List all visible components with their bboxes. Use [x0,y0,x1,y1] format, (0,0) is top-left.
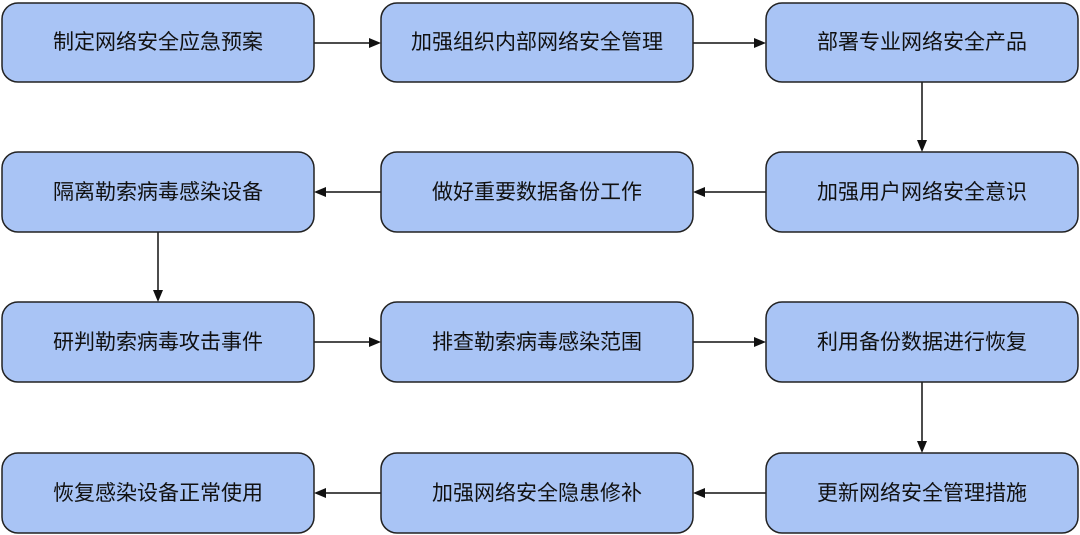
step-label-4: 加强用户网络安全意识 [817,180,1027,204]
arrowhead-icon [693,187,705,197]
arrow-6-to-7 [153,232,163,302]
arrowhead-icon [369,337,381,347]
step-node-12: 恢复感染设备正常使用 [1,452,315,534]
step-label-11: 加强网络安全隐患修补 [432,481,642,505]
arrow-4-to-5 [693,187,766,197]
step-label-1: 制定网络安全应急预案 [53,30,263,54]
arrowhead-icon [369,38,381,48]
arrowhead-icon [314,187,326,197]
step-label-8: 排查勒索病毒感染范围 [432,330,642,354]
arrowhead-icon [153,290,163,302]
step-label-10: 更新网络安全管理措施 [817,481,1027,505]
step-node-8: 排查勒索病毒感染范围 [380,301,694,383]
step-node-4: 加强用户网络安全意识 [765,151,1079,233]
step-node-3: 部署专业网络安全产品 [765,2,1079,83]
arrow-9-to-10 [917,382,927,453]
step-node-5: 做好重要数据备份工作 [380,151,694,233]
step-label-12: 恢复感染设备正常使用 [53,481,263,505]
step-node-2: 加强组织内部网络安全管理 [380,2,694,83]
arrow-1-to-2 [314,38,381,48]
arrow-2-to-3 [693,38,766,48]
arrow-8-to-9 [693,337,766,347]
arrow-10-to-11 [693,488,766,498]
step-node-7: 研判勒索病毒攻击事件 [1,301,315,383]
step-node-6: 隔离勒索病毒感染设备 [1,151,315,233]
arrowhead-icon [754,337,766,347]
arrow-11-to-12 [314,488,381,498]
arrowhead-icon [314,488,326,498]
step-node-11: 加强网络安全隐患修补 [380,452,694,534]
arrowhead-icon [693,488,705,498]
step-label-5: 做好重要数据备份工作 [432,180,642,204]
step-label-3: 部署专业网络安全产品 [817,30,1027,54]
arrowhead-icon [917,140,927,152]
arrow-5-to-6 [314,187,381,197]
step-node-1: 制定网络安全应急预案 [1,2,315,83]
step-node-10: 更新网络安全管理措施 [765,452,1079,534]
step-node-9: 利用备份数据进行恢复 [765,301,1079,383]
step-label-9: 利用备份数据进行恢复 [817,330,1027,354]
step-label-6: 隔离勒索病毒感染设备 [53,180,263,204]
arrow-3-to-4 [917,82,927,152]
arrowhead-icon [917,441,927,453]
arrowhead-icon [754,38,766,48]
step-label-2: 加强组织内部网络安全管理 [411,30,663,54]
step-label-7: 研判勒索病毒攻击事件 [53,330,263,354]
arrow-7-to-8 [314,337,381,347]
